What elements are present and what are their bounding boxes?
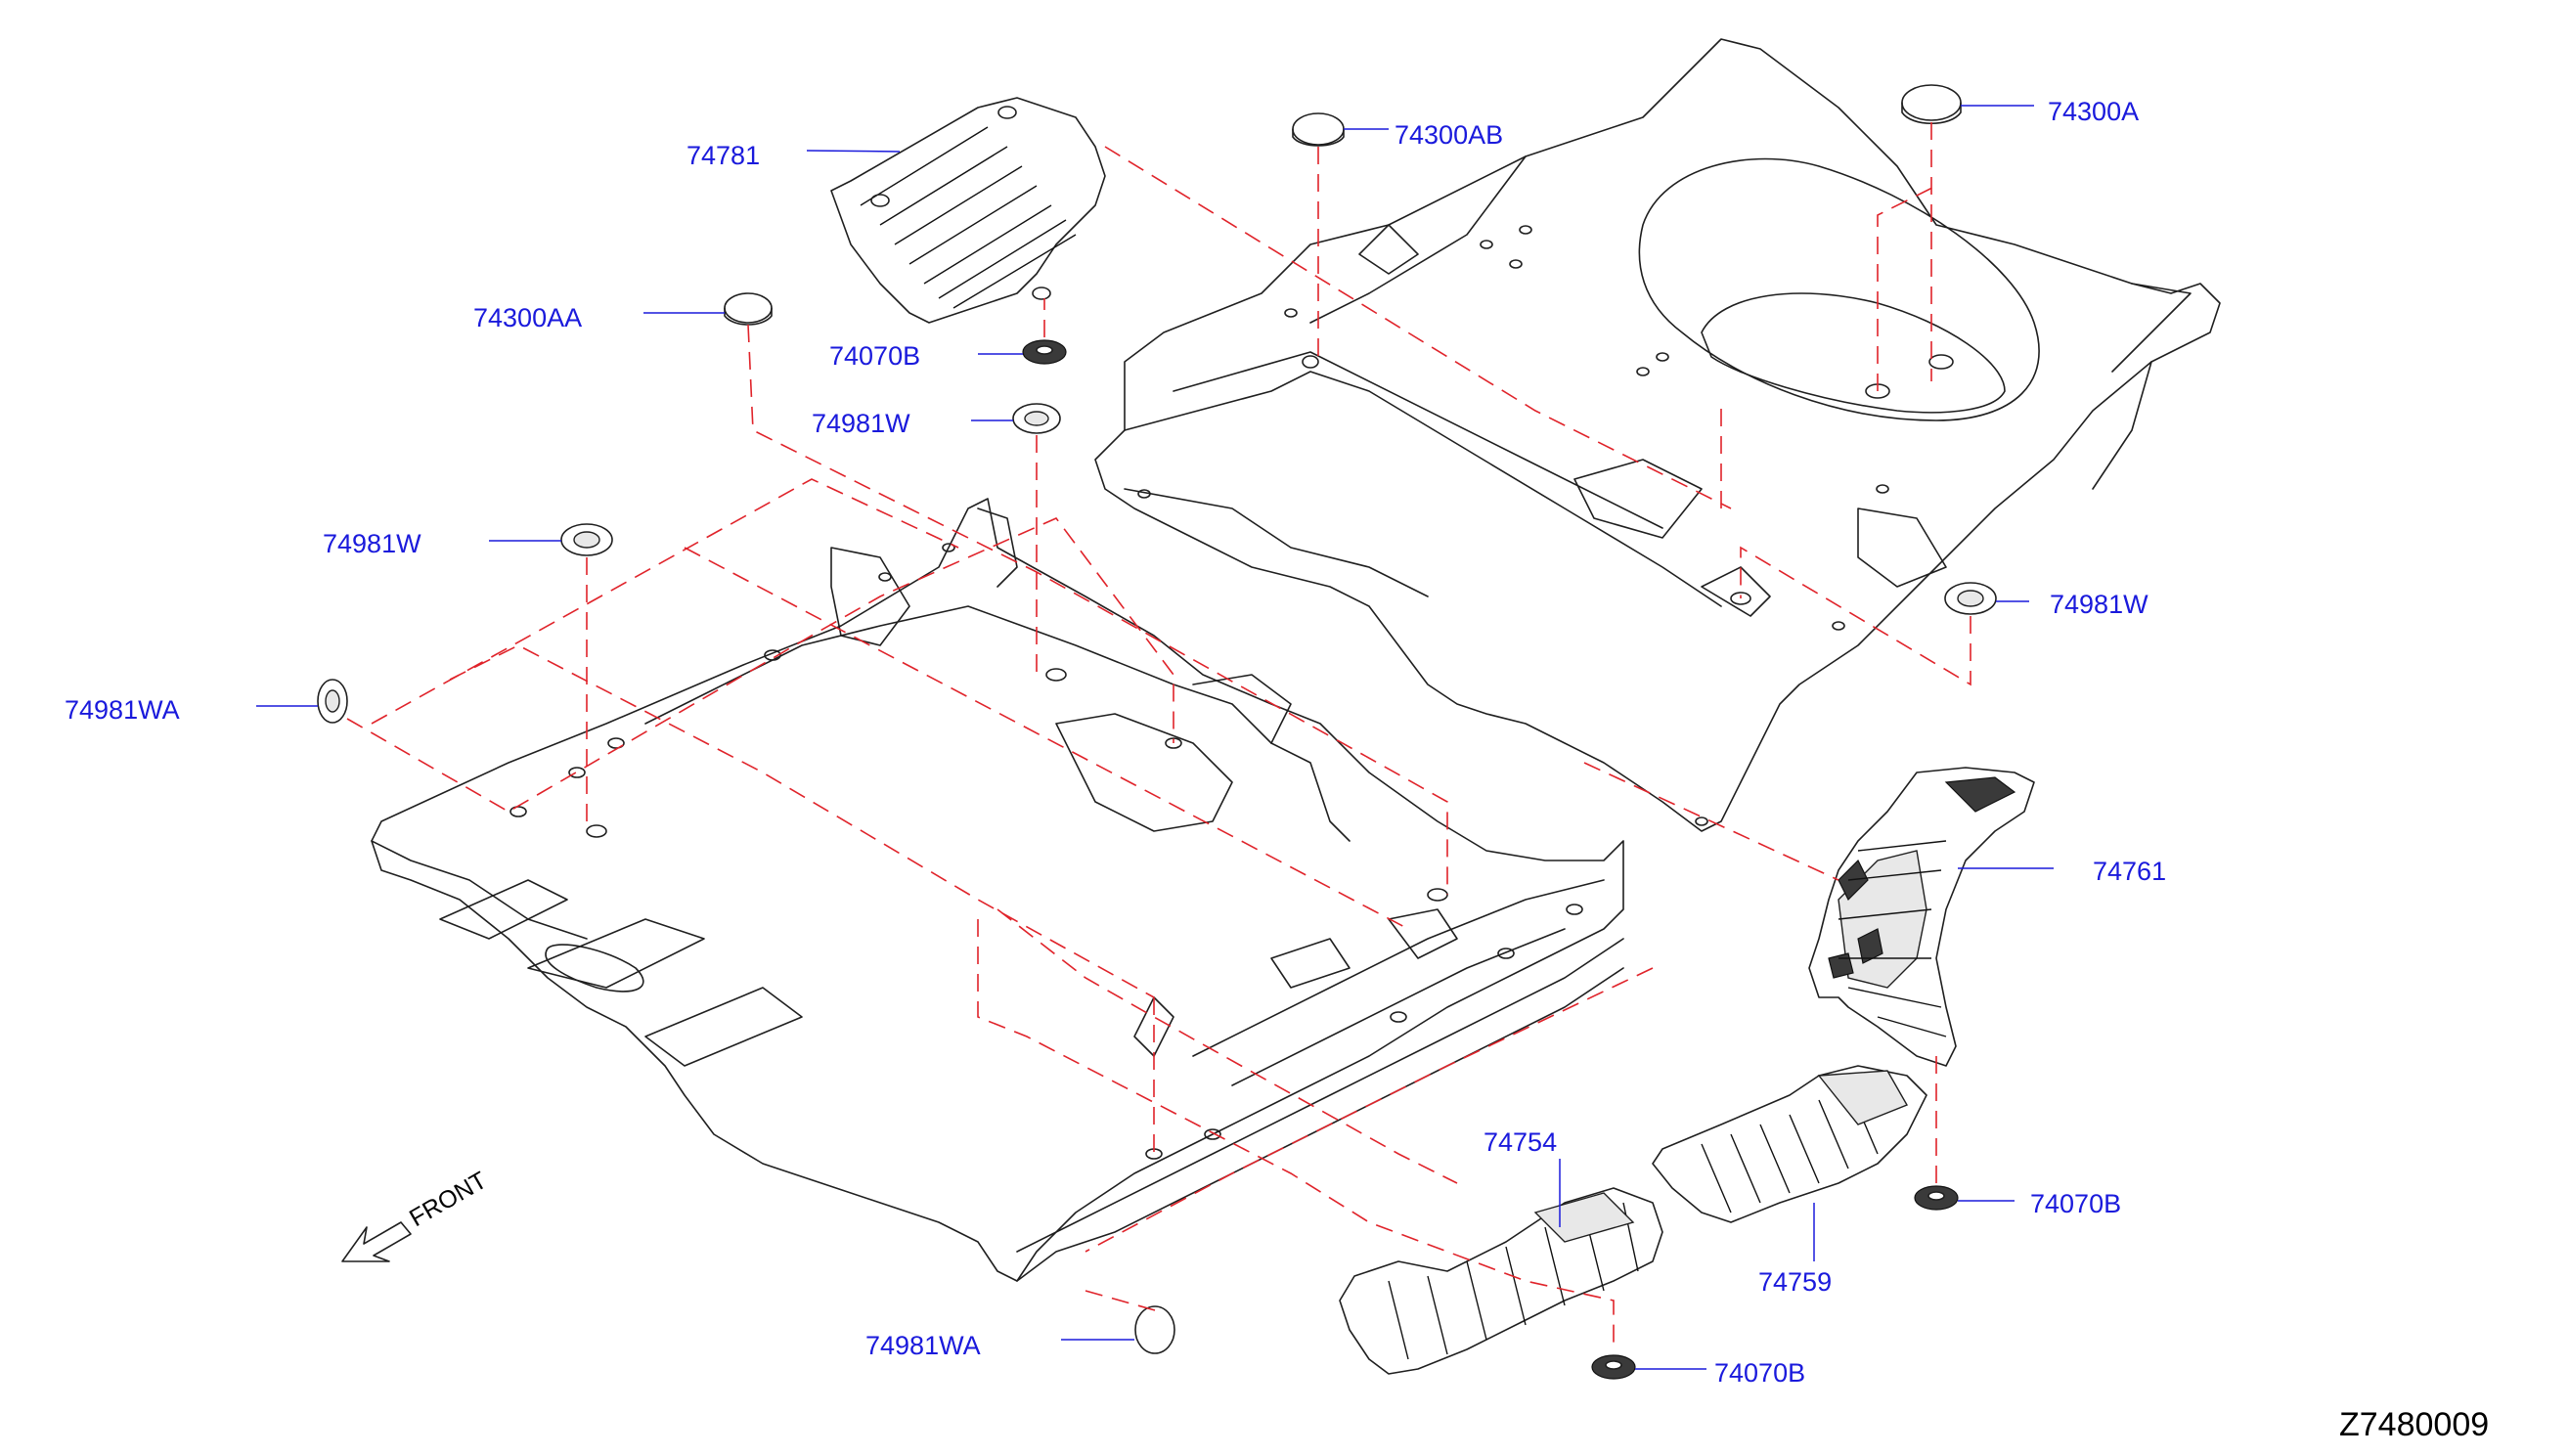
- clip-74070B-right: [1914, 1185, 1959, 1211]
- grommet-74981WA-left: [317, 679, 348, 724]
- grommet-74981WA-bottom: [1134, 1305, 1175, 1354]
- callout-74300A: 74300A: [2048, 97, 2139, 126]
- callout-74981W-left: 74981W: [323, 529, 421, 558]
- callout-74981WA-bottom: 74981WA: [865, 1331, 981, 1360]
- heat-insulator-74759: [1652, 1065, 1927, 1223]
- plug-74300AB: [1292, 112, 1345, 147]
- front-direction-indicator: FRONT: [341, 1167, 492, 1262]
- clip-74070B-top: [1022, 339, 1067, 365]
- callout-74981WA-left: 74981WA: [65, 695, 180, 725]
- callout-74761: 74761: [2093, 857, 2166, 886]
- plug-74300AA: [724, 292, 773, 326]
- leader-lines: [256, 105, 2054, 1370]
- callout-74070B-bottom: 74070B: [1714, 1358, 1805, 1388]
- front-floor-panel: [371, 498, 1624, 1282]
- fasteners: [317, 84, 1997, 1380]
- insulator-74781: [830, 97, 1106, 324]
- callout-labels: 74781 74300AB 74300A 74300AA 74070B 7498…: [65, 97, 2166, 1388]
- callout-74070B-right: 74070B: [2030, 1189, 2121, 1218]
- callout-74300AA: 74300AA: [473, 303, 582, 332]
- callout-74759: 74759: [1758, 1267, 1832, 1297]
- clip-74070B-bottom: [1591, 1354, 1636, 1380]
- grommet-74981W-right: [1944, 582, 1997, 615]
- callout-74981W-right: 74981W: [2050, 590, 2148, 619]
- heat-insulator-74761: [1808, 767, 2035, 1067]
- callout-74070B-top: 74070B: [829, 341, 920, 371]
- callout-74754: 74754: [1484, 1127, 1557, 1157]
- callout-74300AB: 74300AB: [1395, 120, 1503, 150]
- front-arrow-icon: [341, 1221, 412, 1262]
- grommet-74981W-center: [1012, 403, 1061, 434]
- plug-74300A: [1901, 84, 1962, 124]
- phantom-lines: [346, 122, 1971, 1349]
- grommet-74981W-left: [560, 523, 613, 556]
- diagram-id: Z7480009: [2339, 1406, 2489, 1443]
- front-label: FRONT: [405, 1167, 492, 1232]
- rear-floor-panel: [1094, 38, 2221, 832]
- heat-insulator-74754: [1339, 1187, 1663, 1375]
- callout-74981W-center: 74981W: [812, 409, 910, 438]
- callout-74781: 74781: [687, 141, 760, 170]
